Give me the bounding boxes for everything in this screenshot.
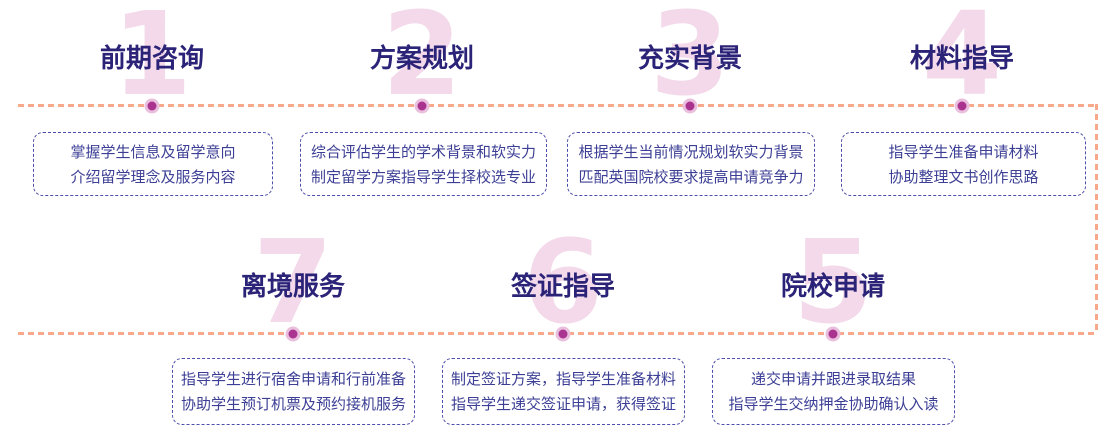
step-number-watermark: 7 [252,216,334,350]
step-header-2: 2 方案规划 [282,0,562,122]
step-header-7: 7 离境服务 [153,216,433,350]
step-title: 方案规划 [369,44,474,74]
step-title: 材料指导 [909,44,1014,74]
step-description-box-5: 递交申请并跟进录取结果 指导学生交纳押金协助确认入读 [712,358,955,425]
step-description-line: 介绍留学理念及服务内容 [70,167,236,186]
step-description-line: 协助整理文书创作思路 [888,167,1039,186]
step-description-line: 递交申请并跟进录取结果 [750,370,916,388]
step-description-line: 协助学生预订机票及预约接机服务 [180,395,406,413]
step-description-line: 匹配英国院校要求提高申请竞争力 [578,167,804,186]
step-dot-5 [828,329,838,339]
step-description-line: 综合评估学生的学术背景和软实力 [310,142,536,161]
step-title: 离境服务 [240,272,345,302]
step-description-line: 制定留学方案指导学生择校选专业 [310,167,536,186]
step-title: 充实背景 [637,44,742,74]
step-number-watermark: 5 [792,216,874,350]
step-dot-1 [147,101,157,111]
step-description-line: 指导学生交纳押金协助确认入读 [728,395,939,413]
connector-line-right [1095,104,1098,334]
connector-line-top [18,104,1098,107]
step-description-line: 指导学生进行宿舍申请和行前准备 [180,370,406,388]
step-header-6: 6 签证指导 [423,216,703,350]
step-dot-4 [957,101,967,111]
connector-line-bottom [18,332,1098,335]
step-description-line: 指导学生递交签证申请，获得签证 [450,395,676,413]
step-dot-6 [558,329,568,339]
step-description-box-7: 指导学生进行宿舍申请和行前准备 协助学生预订机票及预约接机服务 [172,358,415,425]
step-number-watermark: 6 [522,216,604,350]
step-description-box-6: 制定签证方案，指导学生准备材料 指导学生递交签证申请，获得签证 [442,358,685,425]
step-dot-2 [417,101,427,111]
step-header-5: 5 院校申请 [693,216,973,350]
step-description-box-4: 指导学生准备申请材料 协助整理文书创作思路 [841,132,1086,196]
step-header-1: 1 前期咨询 [12,0,292,122]
step-description-line: 制定签证方案，指导学生准备材料 [450,370,676,388]
step-description-box-3: 根据学生当前情况规划软实力背景 匹配英国院校要求提高申请竞争力 [567,132,815,196]
step-title: 前期咨询 [99,44,204,74]
step-description-box-2: 综合评估学生的学术背景和软实力 制定留学方案指导学生择校选专业 [300,132,547,196]
step-description-line: 掌握学生信息及留学意向 [70,142,236,161]
step-title: 院校申请 [780,272,885,302]
step-dot-3 [685,101,695,111]
step-title: 签证指导 [510,272,615,302]
step-header-3: 3 充实背景 [550,0,830,122]
step-description-line: 指导学生准备申请材料 [888,142,1039,161]
step-header-4: 4 材料指导 [822,0,1102,122]
step-dot-7 [288,329,298,339]
step-description-line: 根据学生当前情况规划软实力背景 [578,142,804,161]
step-description-box-1: 掌握学生信息及留学意向 介绍留学理念及服务内容 [33,132,273,196]
